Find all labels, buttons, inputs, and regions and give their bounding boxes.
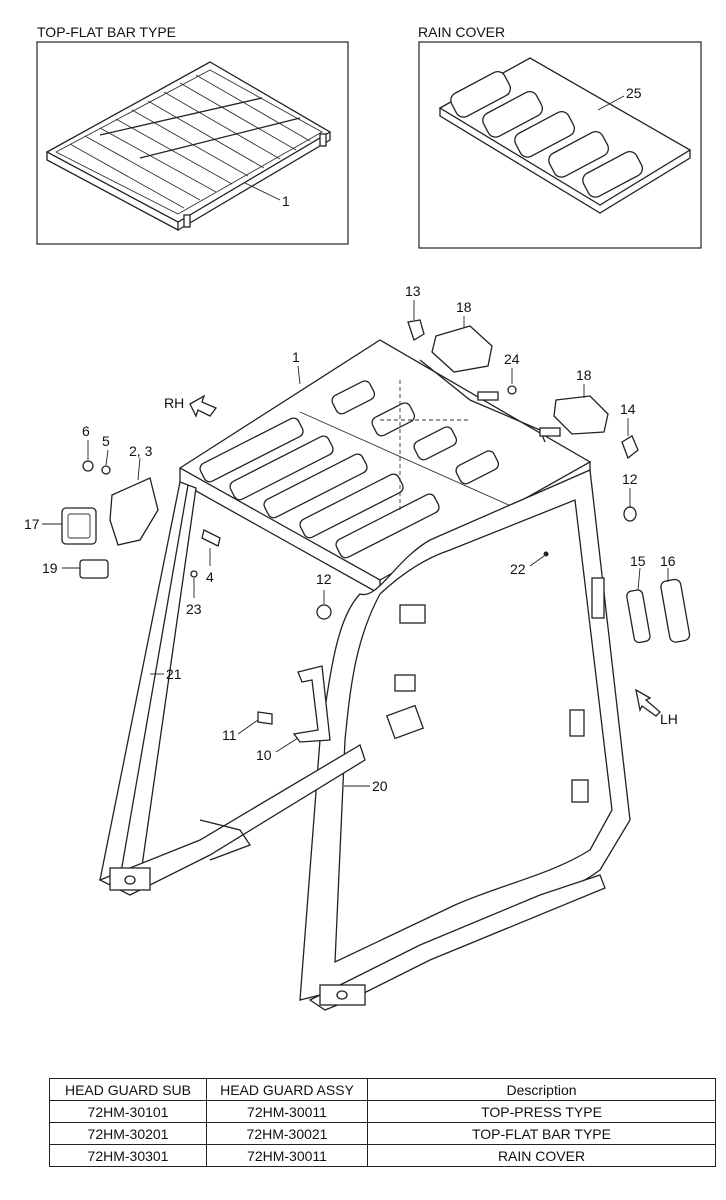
inset-title-top-flat: TOP-FLAT BAR TYPE <box>37 24 176 40</box>
part-22-screw <box>543 551 549 557</box>
callout-23: 23 <box>186 601 202 617</box>
callout-18-left: 18 <box>456 299 472 315</box>
table-cell: 72HM-30101 <box>49 1100 207 1123</box>
table-row: 72HM-30201 72HM-30021 TOP-FLAT BAR TYPE <box>49 1122 716 1145</box>
arrow-lh-icon <box>635 688 661 717</box>
part-13-clip <box>407 319 425 341</box>
direction-lh: LH <box>660 711 678 727</box>
callout-6: 6 <box>82 423 90 439</box>
table-cell: 72HM-30201 <box>49 1122 207 1145</box>
leader-lines <box>42 300 669 787</box>
callout-20: 20 <box>372 778 388 794</box>
table-cell: 72HM-30021 <box>206 1122 368 1145</box>
part-23-screw <box>190 570 198 578</box>
head-guard-assembly <box>98 339 631 1011</box>
part-18-lamp-right <box>553 395 609 435</box>
inset-title-rain-cover: RAIN COVER <box>418 24 505 40</box>
callout-22: 22 <box>510 561 526 577</box>
part-12-grommet-mid <box>316 604 332 620</box>
part-17-work-lamp <box>61 507 97 545</box>
header-head-guard-sub: HEAD GUARD SUB <box>49 1078 207 1101</box>
inset-rain-cover: RAIN COVER 25 <box>418 24 702 249</box>
direction-rh: RH <box>164 395 184 411</box>
part-16-grill <box>660 578 691 643</box>
part-2-3-bracket <box>109 477 159 546</box>
part-6-nut <box>82 460 94 472</box>
callout-17: 17 <box>24 516 40 532</box>
callout-11: 11 <box>222 727 237 743</box>
callout-4: 4 <box>206 569 214 585</box>
table-row: 72HM-30101 72HM-30011 TOP-PRESS TYPE <box>49 1100 716 1123</box>
roof-slots <box>199 380 521 559</box>
table-cell: TOP-FLAT BAR TYPE <box>367 1122 716 1145</box>
part-14-cap <box>621 435 639 460</box>
header-head-guard-assy: HEAD GUARD ASSY <box>206 1078 368 1101</box>
table-cell: TOP-PRESS TYPE <box>367 1100 716 1123</box>
part-11-bolt <box>257 711 273 725</box>
part-24-grommet <box>507 385 517 395</box>
callout-14: 14 <box>620 401 636 417</box>
inset-callout-25: 25 <box>626 85 642 101</box>
table-header-row: HEAD GUARD SUB HEAD GUARD ASSY Descripti… <box>49 1078 716 1101</box>
callout-12-right: 12 <box>622 471 638 487</box>
rain-cover-drawing <box>438 57 692 214</box>
parts-table: HEAD GUARD SUB HEAD GUARD ASSY Descripti… <box>49 1078 716 1167</box>
callout-5: 5 <box>102 433 110 449</box>
callout-19: 19 <box>42 560 58 576</box>
callout-1: 1 <box>292 349 300 365</box>
callout-13: 13 <box>405 283 421 299</box>
head-guard-exploded-diagram: TOP-FLAT BAR TYPE 1 RAIN COVER <box>24 24 702 1011</box>
part-19-lamp-cover <box>79 559 109 579</box>
part-10-grab-handle <box>292 665 331 743</box>
top-flat-bar-drawing <box>45 61 332 232</box>
inset-frame-rain-cover <box>418 41 702 249</box>
table-cell: RAIN COVER <box>367 1144 716 1167</box>
part-12-grommet-right <box>623 506 637 522</box>
callout-labels: 1 13 18 24 18 14 12 15 16 22 12 17 19 6 … <box>24 283 678 794</box>
inset-frame-top-flat <box>36 41 349 245</box>
inset-top-flat-bar: TOP-FLAT BAR TYPE 1 <box>36 24 349 245</box>
callout-15: 15 <box>630 553 646 569</box>
part-5-washer <box>101 465 111 475</box>
part-18-lamp-left <box>431 325 493 373</box>
callout-16: 16 <box>660 553 676 569</box>
callout-12-mid: 12 <box>316 571 332 587</box>
callout-18-right: 18 <box>576 367 592 383</box>
table-cell: 72HM-30011 <box>206 1144 368 1167</box>
callout-10: 10 <box>256 747 272 763</box>
part-4-bolt <box>201 529 221 547</box>
part-15-lens <box>626 589 651 644</box>
callout-21: 21 <box>166 666 182 682</box>
inset-callout-1: 1 <box>282 193 290 209</box>
table-cell: 72HM-30011 <box>206 1100 368 1123</box>
table-row: 72HM-30301 72HM-30011 RAIN COVER <box>49 1144 716 1167</box>
callout-24: 24 <box>504 351 520 367</box>
callout-2-3: 2, 3 <box>129 443 153 459</box>
parts <box>61 319 691 743</box>
table-cell: 72HM-30301 <box>49 1144 207 1167</box>
arrow-rh-icon <box>189 394 218 418</box>
header-description: Description <box>367 1078 716 1101</box>
